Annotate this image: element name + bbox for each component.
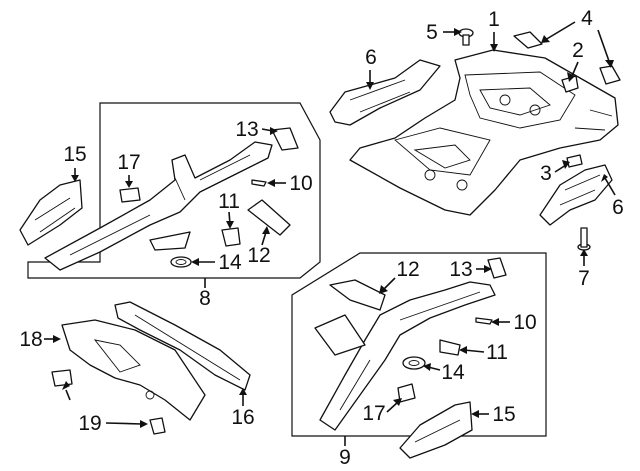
clip-17b-part (397, 383, 416, 403)
leader-lines (44, 21, 616, 446)
callout-5: 5 (426, 21, 438, 44)
rail-16-part (114, 301, 251, 391)
callout-7: 7 (578, 267, 590, 290)
callout-10-lower: 10 (513, 311, 536, 334)
rail-9-main-part (314, 281, 496, 431)
clip-11b-part (439, 339, 461, 356)
callout-13-lower: 13 (449, 258, 472, 281)
reinforcement-12b-part (329, 279, 386, 311)
callout-17-upper: 17 (117, 151, 140, 174)
callout-14-upper: 14 (218, 251, 242, 274)
bracket-13b-part (487, 257, 507, 279)
callout-11-upper: 11 (218, 190, 240, 213)
clip-4-part (513, 31, 621, 85)
bracket-13a-part (271, 127, 299, 151)
callout-14-lower: 14 (441, 361, 465, 384)
callout-9: 9 (339, 446, 351, 469)
callout-3: 3 (540, 162, 552, 185)
grommet-14a-part (170, 256, 192, 268)
callout-12-lower: 12 (396, 258, 419, 281)
panel-15a-part (19, 179, 83, 246)
callout-10-upper: 10 (289, 172, 312, 195)
panel-18-part (61, 319, 206, 421)
callout-18: 18 (19, 328, 42, 351)
clip-19a-part (51, 369, 73, 387)
callout-6-upper: 6 (365, 46, 377, 69)
plate-3-part (566, 154, 583, 168)
callout-2: 2 (572, 39, 584, 62)
clip-17a-part (119, 187, 141, 203)
callout-15-lower: 15 (492, 403, 515, 426)
floor-pan-part (349, 49, 619, 216)
bolt-10a-part (251, 179, 267, 187)
panel-15b-part (399, 401, 473, 459)
bolt-7-part (577, 227, 591, 251)
callout-labels: 1 2 3 4 5 6 6 7 8 9 10 10 11 11 12 12 13… (19, 7, 624, 469)
bolt-10b-part (475, 317, 493, 325)
clip-11a-part (221, 227, 241, 247)
callout-6-lower: 6 (612, 196, 624, 219)
callout-12-upper: 12 (247, 244, 270, 267)
bolt-5-part (458, 28, 474, 46)
callout-17-lower: 17 (362, 402, 385, 425)
grommet-14b-part (402, 356, 426, 370)
rail-8-main-part (44, 141, 273, 271)
rail-6-lower-part (539, 164, 613, 226)
callout-15-upper: 15 (63, 143, 86, 166)
callout-1: 1 (488, 8, 500, 31)
callout-11-lower: 11 (486, 341, 508, 364)
rail-6-upper-part (329, 59, 441, 126)
callout-8: 8 (199, 287, 211, 310)
callout-13-upper: 13 (235, 118, 258, 141)
reinforcement-12a-part (247, 199, 291, 236)
callout-16: 16 (231, 406, 254, 429)
clip-19b-part (149, 417, 166, 435)
callout-4: 4 (581, 7, 593, 30)
callout-19: 19 (78, 412, 101, 435)
